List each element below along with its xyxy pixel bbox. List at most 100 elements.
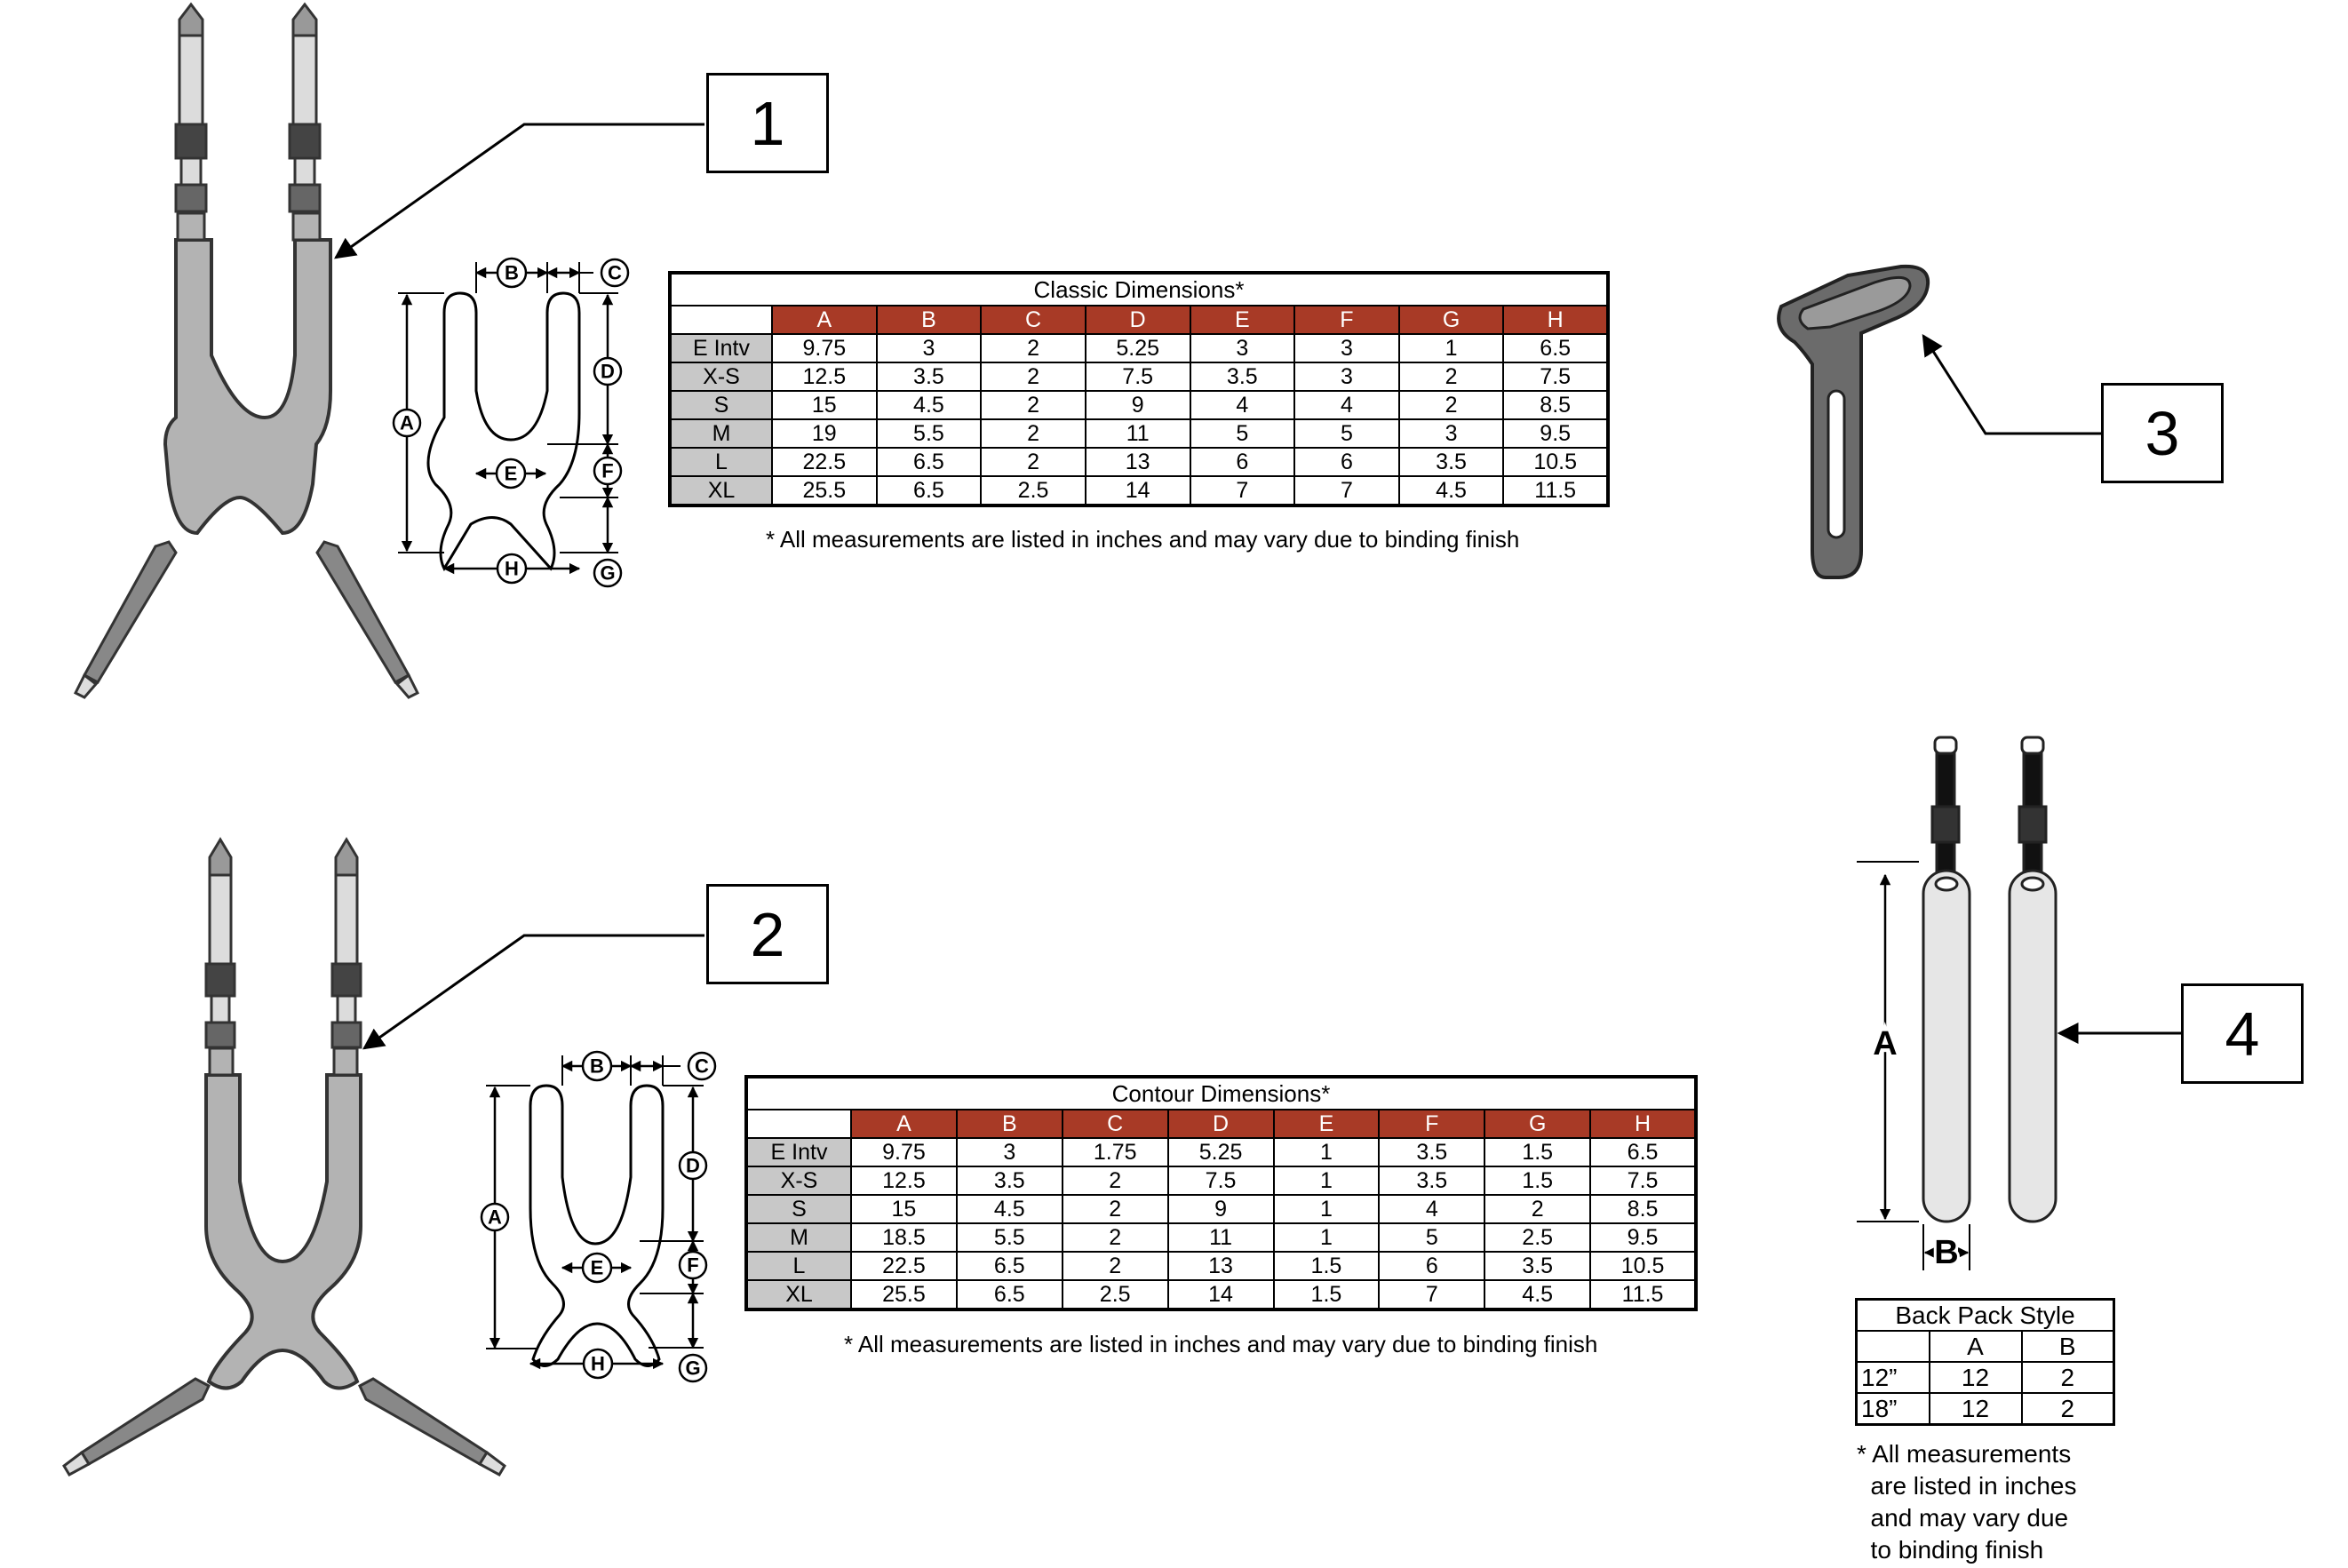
value-cell: 3.5 [1397,447,1505,477]
value-cell: 7.5 [1166,1166,1275,1196]
column-header: D [1084,305,1191,335]
backpack-note: * All measurements are listed in inches … [1857,1440,2077,1564]
column-header: E [1272,1109,1381,1139]
value-cell: 22.5 [771,447,878,477]
value-cell: 9.5 [1589,1222,1697,1253]
column-header: B [875,305,983,335]
size-cell: XL [669,475,773,506]
value-cell: 4.5 [875,390,983,420]
dim-letter-d: D [686,1155,700,1177]
upper-strap-right [330,837,362,1049]
size-cell: L [745,1251,852,1281]
value-cell: 13 [1084,447,1191,477]
value-cell: 13 [1166,1251,1275,1281]
column-header: G [1397,305,1505,335]
table-corner-cell [1855,1330,1930,1363]
column-header: A [771,305,878,335]
callout-1-leader [334,123,704,259]
size-cell: E Intv [745,1137,852,1167]
column-header: A [850,1109,958,1139]
callout-4: 4 [2181,983,2304,1084]
backpack-dim-a-label: A [1873,1025,1897,1063]
column-header: G [1484,1109,1592,1139]
size-cell: M [745,1222,852,1253]
dim-letter-e: E [591,1257,604,1279]
size-cell: L [669,447,773,477]
value-cell: 2 [1061,1222,1169,1253]
value-cell: 2.5 [980,475,1086,506]
value-cell: 2 [980,418,1086,449]
column-header: C [980,305,1086,335]
size-cell: M [669,418,773,449]
value-cell: 2.5 [1061,1279,1169,1310]
value-cell: 1.5 [1272,1279,1381,1310]
value-cell: 25.5 [771,475,878,506]
value-cell: 9.75 [850,1137,958,1167]
table-title-row: Classic Dimensions* [669,272,1609,306]
value-cell: 12.5 [850,1166,958,1196]
value-cell: 7 [1378,1279,1486,1310]
dim-letter-h: H [505,558,519,580]
value-cell: 3 [875,333,983,363]
value-cell: 1 [1272,1222,1381,1253]
value-cell: 5 [1189,418,1296,449]
dim-letter-f: F [601,460,613,482]
value-cell: 1 [1397,333,1505,363]
column-header: F [1378,1109,1486,1139]
value-cell: 2 [1397,362,1505,392]
value-cell: 7.5 [1589,1166,1697,1196]
value-cell: 15 [771,390,878,420]
classic-dimension-outline: B C D A F E H G [392,257,630,588]
value-cell: 15 [850,1194,958,1224]
value-cell: 8.5 [1502,390,1609,420]
dim-letter-g: G [600,562,615,585]
value-cell: 1.75 [1061,1137,1169,1167]
callout-2-leader [362,934,704,1050]
dim-letter-a: A [400,412,414,434]
classic-note: * All measurements are listed in inches … [766,526,1520,553]
value-cell: 22.5 [850,1251,958,1281]
column-header: H [1502,305,1609,335]
value-cell: 11 [1166,1222,1275,1253]
value-cell: 9 [1166,1194,1275,1224]
table-corner-cell [745,1109,852,1139]
lower-strap-right [358,1377,506,1477]
value-cell: 6.5 [1502,333,1609,363]
value-cell: 2 [2020,1361,2115,1394]
value-cell: 6.5 [1589,1137,1697,1167]
value-cell: 3.5 [955,1166,1063,1196]
table-title: Back Pack Style [1855,1298,2115,1332]
value-cell: 10.5 [1502,447,1609,477]
value-cell: 7 [1293,475,1400,506]
value-cell: 3 [1293,333,1400,363]
hook-clip-illustration [1777,264,1930,579]
value-cell: 3.5 [1484,1251,1592,1281]
size-cell: 18” [1855,1392,1930,1426]
value-cell: 4 [1378,1194,1486,1224]
value-cell: 5.5 [875,418,983,449]
value-cell: 3 [955,1137,1063,1167]
table-title-row: Back Pack Style [1855,1298,2115,1332]
lower-strap-left [62,1377,211,1477]
value-cell: 9 [1084,390,1191,420]
value-cell: 3 [1397,418,1505,449]
column-header: B [2020,1330,2115,1363]
value-cell: 9.5 [1502,418,1609,449]
value-cell: 1 [1272,1166,1381,1196]
value-cell: 11.5 [1589,1279,1697,1310]
callout-1: 1 [706,73,829,173]
backpack-straps-illustration: A B [1857,736,2057,1274]
size-cell: X-S [745,1166,852,1196]
value-cell: 3.5 [1378,1137,1486,1167]
